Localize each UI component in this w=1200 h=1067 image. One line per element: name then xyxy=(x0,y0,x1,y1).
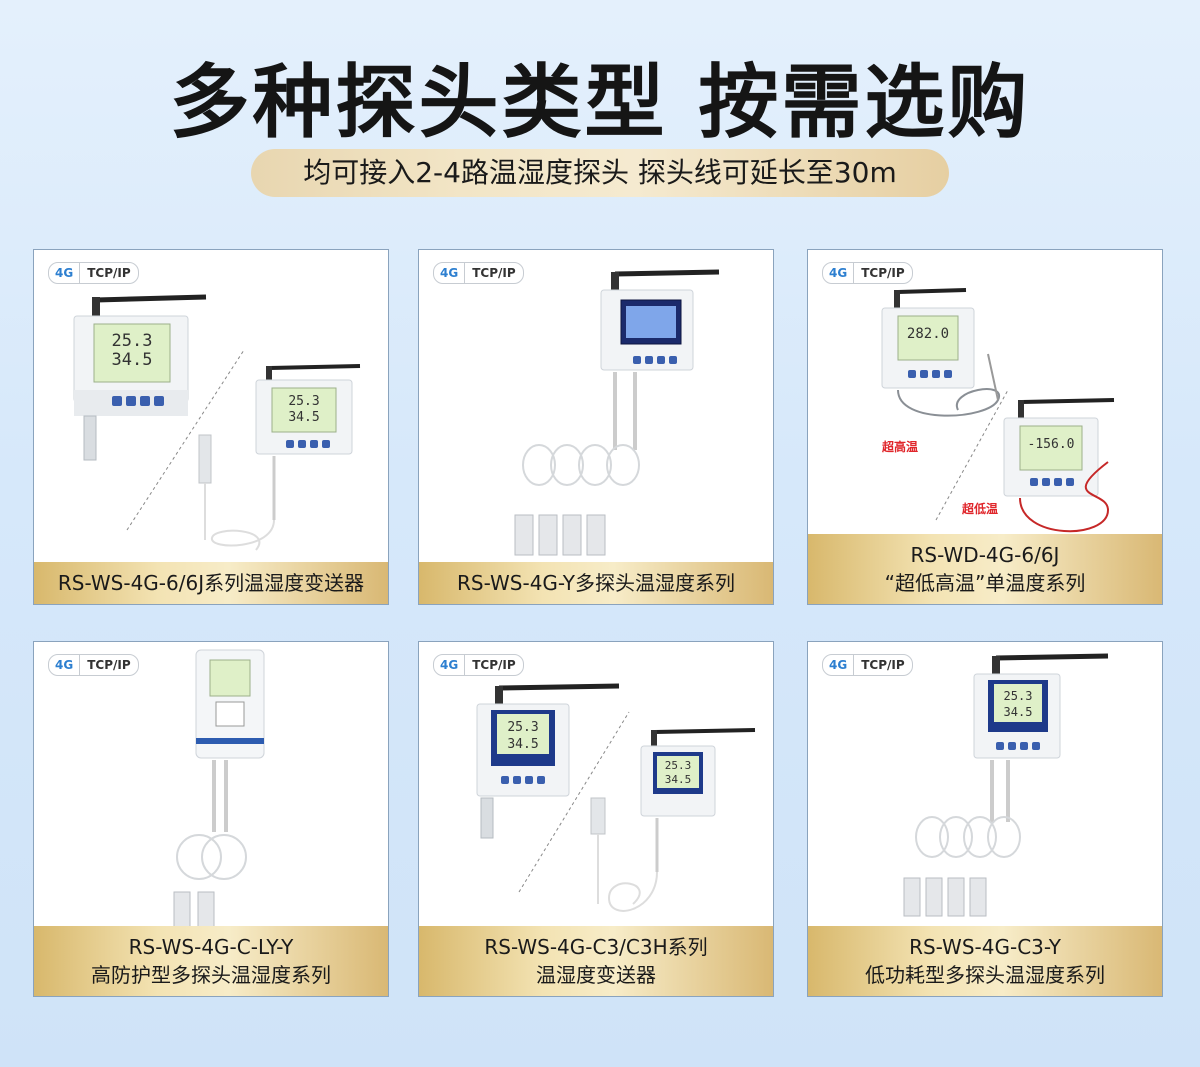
label-ultra-high-temp: 超高温 xyxy=(882,440,919,454)
product-caption: RS-WS-4G-6/6J系列温湿度变送器 xyxy=(34,562,388,604)
product-image xyxy=(514,269,720,556)
display-humidity-2: 34.5 xyxy=(288,410,319,425)
badge-4g: 4G xyxy=(829,266,848,280)
badge-4g: 4G xyxy=(55,266,74,280)
product-caption: RS-WS-4G-C3-Y 低功耗型多探头温湿度系列 xyxy=(808,926,1162,996)
badge-4g: 4G xyxy=(829,658,848,672)
product-caption: RS-WS-4G-Y多探头温湿度系列 xyxy=(419,562,773,604)
caption-line-1: RS-WS-4G-C3-Y xyxy=(909,935,1061,959)
display-humidity: 34.5 xyxy=(1004,705,1033,719)
product-image xyxy=(173,649,265,929)
badge-4g: 4G xyxy=(440,266,459,280)
product-card-ws-y[interactable]: 4G TCP/IP RS-WS-4G-Y多探头温湿度系列 xyxy=(418,249,774,605)
network-badges: 4G TCP/IP xyxy=(433,262,524,284)
caption-line-2: 低功耗型多探头温湿度系列 xyxy=(865,963,1105,987)
caption-line-2: 温湿度变送器 xyxy=(536,963,656,987)
network-badges: 4G TCP/IP xyxy=(48,654,139,676)
display-temp-2: 25.3 xyxy=(288,394,319,409)
caption-line-2: 高防护型多探头温湿度系列 xyxy=(91,963,331,987)
badge-4g: 4G xyxy=(440,658,459,672)
product-caption: RS-WS-4G-C3/C3H系列 温湿度变送器 xyxy=(419,926,773,996)
product-image: 25.3 34.5 25.3 34.5 xyxy=(73,294,361,551)
badge-tcp-ip: TCP/IP xyxy=(87,266,131,280)
caption-line-1: RS-WS-4G-C-LY-Y xyxy=(128,935,294,959)
product-card-c3-y[interactable]: 4G TCP/IP 25.3 34.5 RS-WS-4G-C3-Y 低功耗型多探头… xyxy=(807,641,1163,997)
network-badges: 4G TCP/IP xyxy=(48,262,139,284)
display-temp: 25.3 xyxy=(112,331,153,351)
display-humidity-2: 34.5 xyxy=(665,773,692,786)
caption-line-1: RS-WS-4G-6/6J系列温湿度变送器 xyxy=(57,571,365,595)
badge-tcp-ip: TCP/IP xyxy=(472,266,516,280)
network-badges: 4G TCP/IP xyxy=(822,262,913,284)
display-high-temp: 282.0 xyxy=(907,326,949,342)
network-badges: 4G TCP/IP xyxy=(822,654,913,676)
display-temp: 25.3 xyxy=(1004,689,1033,703)
badge-tcp-ip: TCP/IP xyxy=(861,266,905,280)
caption-line-1: RS-WD-4G-6/6J xyxy=(910,543,1060,567)
display-low-temp: -156.0 xyxy=(1028,437,1075,452)
caption-line-1: RS-WS-4G-Y多探头温湿度系列 xyxy=(457,571,735,595)
display-humidity: 34.5 xyxy=(112,350,153,370)
display-humidity: 34.5 xyxy=(507,737,538,752)
product-image: 25.3 34.5 xyxy=(903,653,1109,917)
label-ultra-low-temp: 超低温 xyxy=(962,502,999,516)
product-card-c-ly-y[interactable]: 4G TCP/IP RS-WS-4G-C-LY-Y 高防护型多探头温湿度系列 xyxy=(33,641,389,997)
caption-line-1: RS-WS-4G-C3/C3H系列 xyxy=(484,935,708,959)
badge-tcp-ip: TCP/IP xyxy=(87,658,131,672)
product-caption: RS-WD-4G-6/6J “超低高温”单温度系列 xyxy=(808,534,1162,604)
badge-4g: 4G xyxy=(55,658,74,672)
subtitle-banner: 均可接入2-4路温湿度探头 探头线可延长至30m xyxy=(251,149,949,197)
network-badges: 4G TCP/IP xyxy=(433,654,524,676)
badge-tcp-ip: TCP/IP xyxy=(472,658,516,672)
display-temp: 25.3 xyxy=(507,720,538,735)
product-image: 25.3 34.5 25.3 34.5 xyxy=(476,683,756,912)
product-card-c3[interactable]: 4G TCP/IP 25.3 34.5 25.3 34.5 RS-WS-4G-C3… xyxy=(418,641,774,997)
product-card-ws-6[interactable]: 4G TCP/IP 25.3 34.5 25.3 34.5 RS-WS-4G-6/… xyxy=(33,249,389,605)
product-image: 282.0 -156.0 xyxy=(881,288,1115,533)
caption-line-2: “超低高温”单温度系列 xyxy=(884,571,1086,595)
product-card-wd[interactable]: 4G TCP/IP 282.0 -156.0 超高温 超低温 RS-WD-4G-6… xyxy=(807,249,1163,605)
page-title: 多种探头类型 按需选购 xyxy=(169,56,1031,149)
badge-tcp-ip: TCP/IP xyxy=(861,658,905,672)
display-temp-2: 25.3 xyxy=(665,759,692,772)
product-caption: RS-WS-4G-C-LY-Y 高防护型多探头温湿度系列 xyxy=(34,926,388,996)
